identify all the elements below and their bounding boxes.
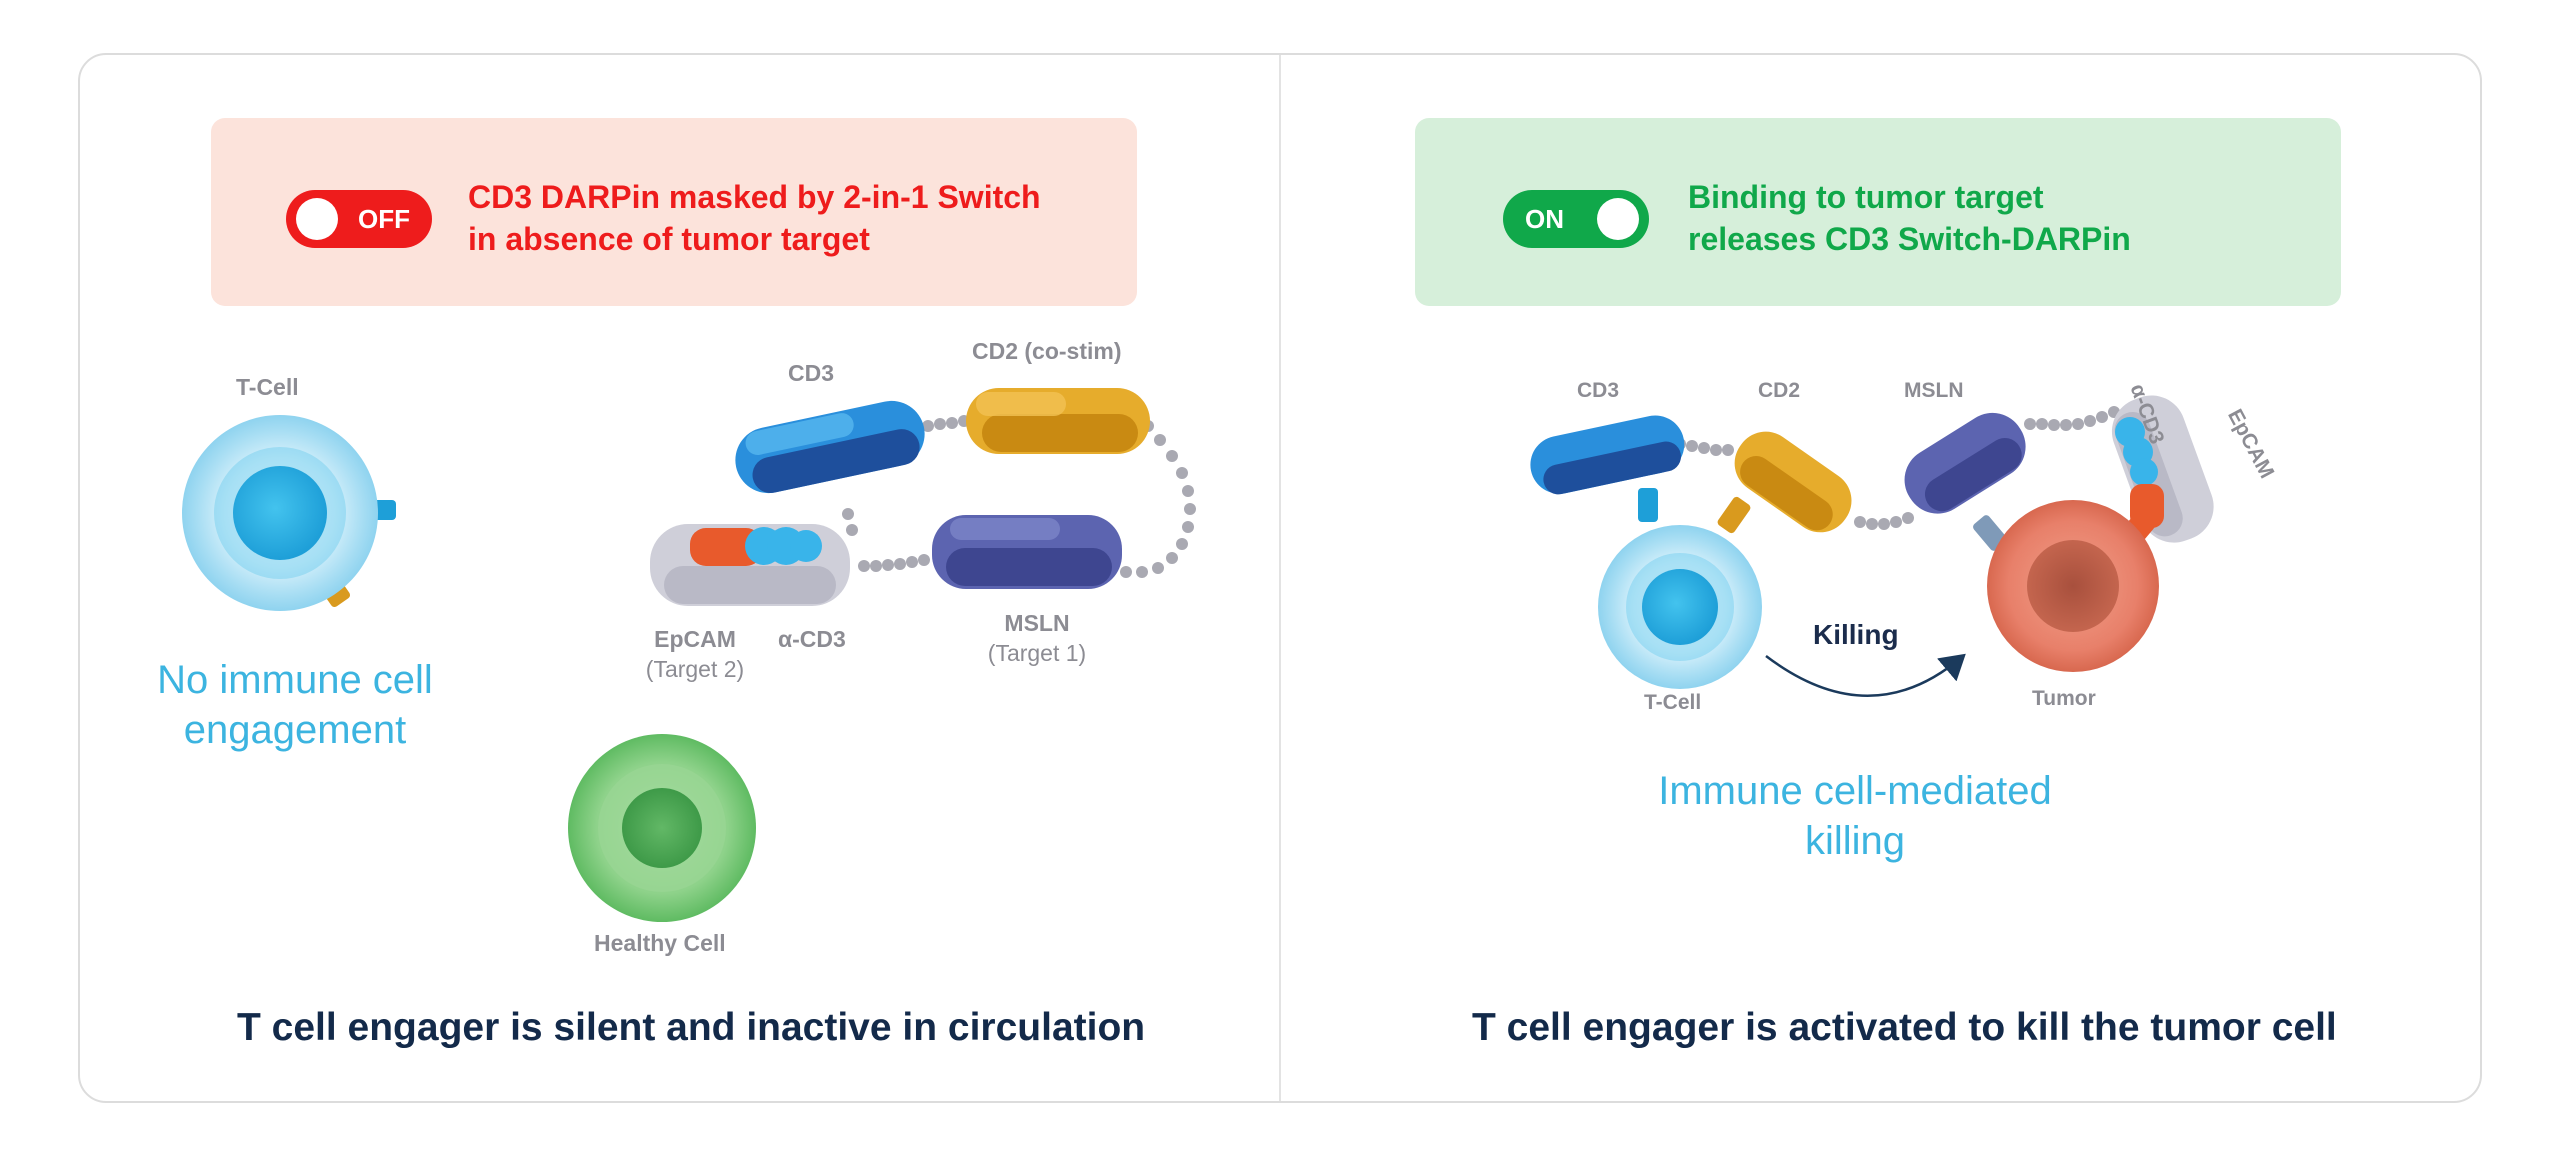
killing-arrow xyxy=(1765,653,1966,697)
tumor-label: Tumor xyxy=(2032,687,2096,710)
right-cd3-label: CD3 xyxy=(1577,379,1620,402)
on-toggle-switch: ON xyxy=(1503,190,1649,248)
left-cd2-label: CD2 (co-stim) xyxy=(972,338,1122,364)
no-engagement-text: No immune cell engagement xyxy=(130,655,460,755)
right-cd2-label: CD2 xyxy=(1758,379,1801,402)
right-cd2-domain xyxy=(1734,431,1852,533)
right-msln-label: MSLN xyxy=(1904,379,1964,402)
tumor-cell xyxy=(1973,500,2159,672)
cd2-domain xyxy=(966,388,1150,454)
panel-divider xyxy=(1279,55,1281,1101)
right-cd3-domain xyxy=(1530,415,1685,495)
toggle-on-label: ON xyxy=(1525,204,1564,234)
left-t-cell xyxy=(182,415,396,611)
left-msln-label: MSLN xyxy=(1004,610,1070,636)
toggle-knob xyxy=(1597,198,1639,240)
acd3-domain xyxy=(690,527,822,566)
left-epcam-label: EpCAM xyxy=(654,626,736,652)
on-banner-line-1: Binding to tumor target xyxy=(1688,179,2044,215)
off-banner-text: CD3 DARPin masked by 2-in-1 Switch in ab… xyxy=(468,176,1041,260)
left-caption: T cell engager is silent and inactive in… xyxy=(237,1006,1146,1049)
left-cd3-label: CD3 xyxy=(788,360,835,386)
healthy-cell xyxy=(568,734,756,922)
msln-domain xyxy=(932,515,1122,589)
left-t-cell-label: T-Cell xyxy=(236,374,299,400)
no-engagement-line-2: engagement xyxy=(183,708,407,752)
left-msln-target: (Target 1) xyxy=(987,640,1087,666)
right-t-cell-label: T-Cell xyxy=(1644,691,1702,714)
right-msln-domain xyxy=(1904,412,2026,514)
off-toggle-switch: OFF xyxy=(286,190,432,248)
right-engager-complex xyxy=(1530,395,2214,543)
epcam-label-group: EpCAM (Target 2) xyxy=(620,624,770,684)
left-engager-complex xyxy=(650,388,1196,606)
cd3-domain xyxy=(735,400,925,494)
toggle-off-label: OFF xyxy=(358,204,410,234)
on-banner-text: Binding to tumor target releases CD3 Swi… xyxy=(1688,176,2131,260)
left-epcam-target: (Target 2) xyxy=(645,656,745,682)
left-acd3-label: α-CD3 xyxy=(778,626,846,652)
on-banner-line-2: releases CD3 Switch-DARPin xyxy=(1688,221,2131,257)
off-banner-line-1: CD3 DARPin masked by 2-in-1 Switch xyxy=(468,179,1041,215)
right-caption: T cell engager is activated to kill the … xyxy=(1472,1006,2337,1049)
immune-mediated-line-2: killing xyxy=(1804,819,1906,863)
no-engagement-line-1: No immune cell xyxy=(157,658,433,702)
toggle-knob xyxy=(296,198,338,240)
immune-mediated-line-1: Immune cell-mediated xyxy=(1658,769,2052,813)
off-banner-line-2: in absence of tumor target xyxy=(468,221,870,257)
msln-label-group: MSLN (Target 1) xyxy=(962,608,1112,668)
killing-label: Killing xyxy=(1813,619,1899,650)
healthy-cell-label: Healthy Cell xyxy=(594,930,726,956)
immune-mediated-text: Immune cell-mediated killing xyxy=(1620,766,2090,866)
right-t-cell xyxy=(1598,488,1762,689)
